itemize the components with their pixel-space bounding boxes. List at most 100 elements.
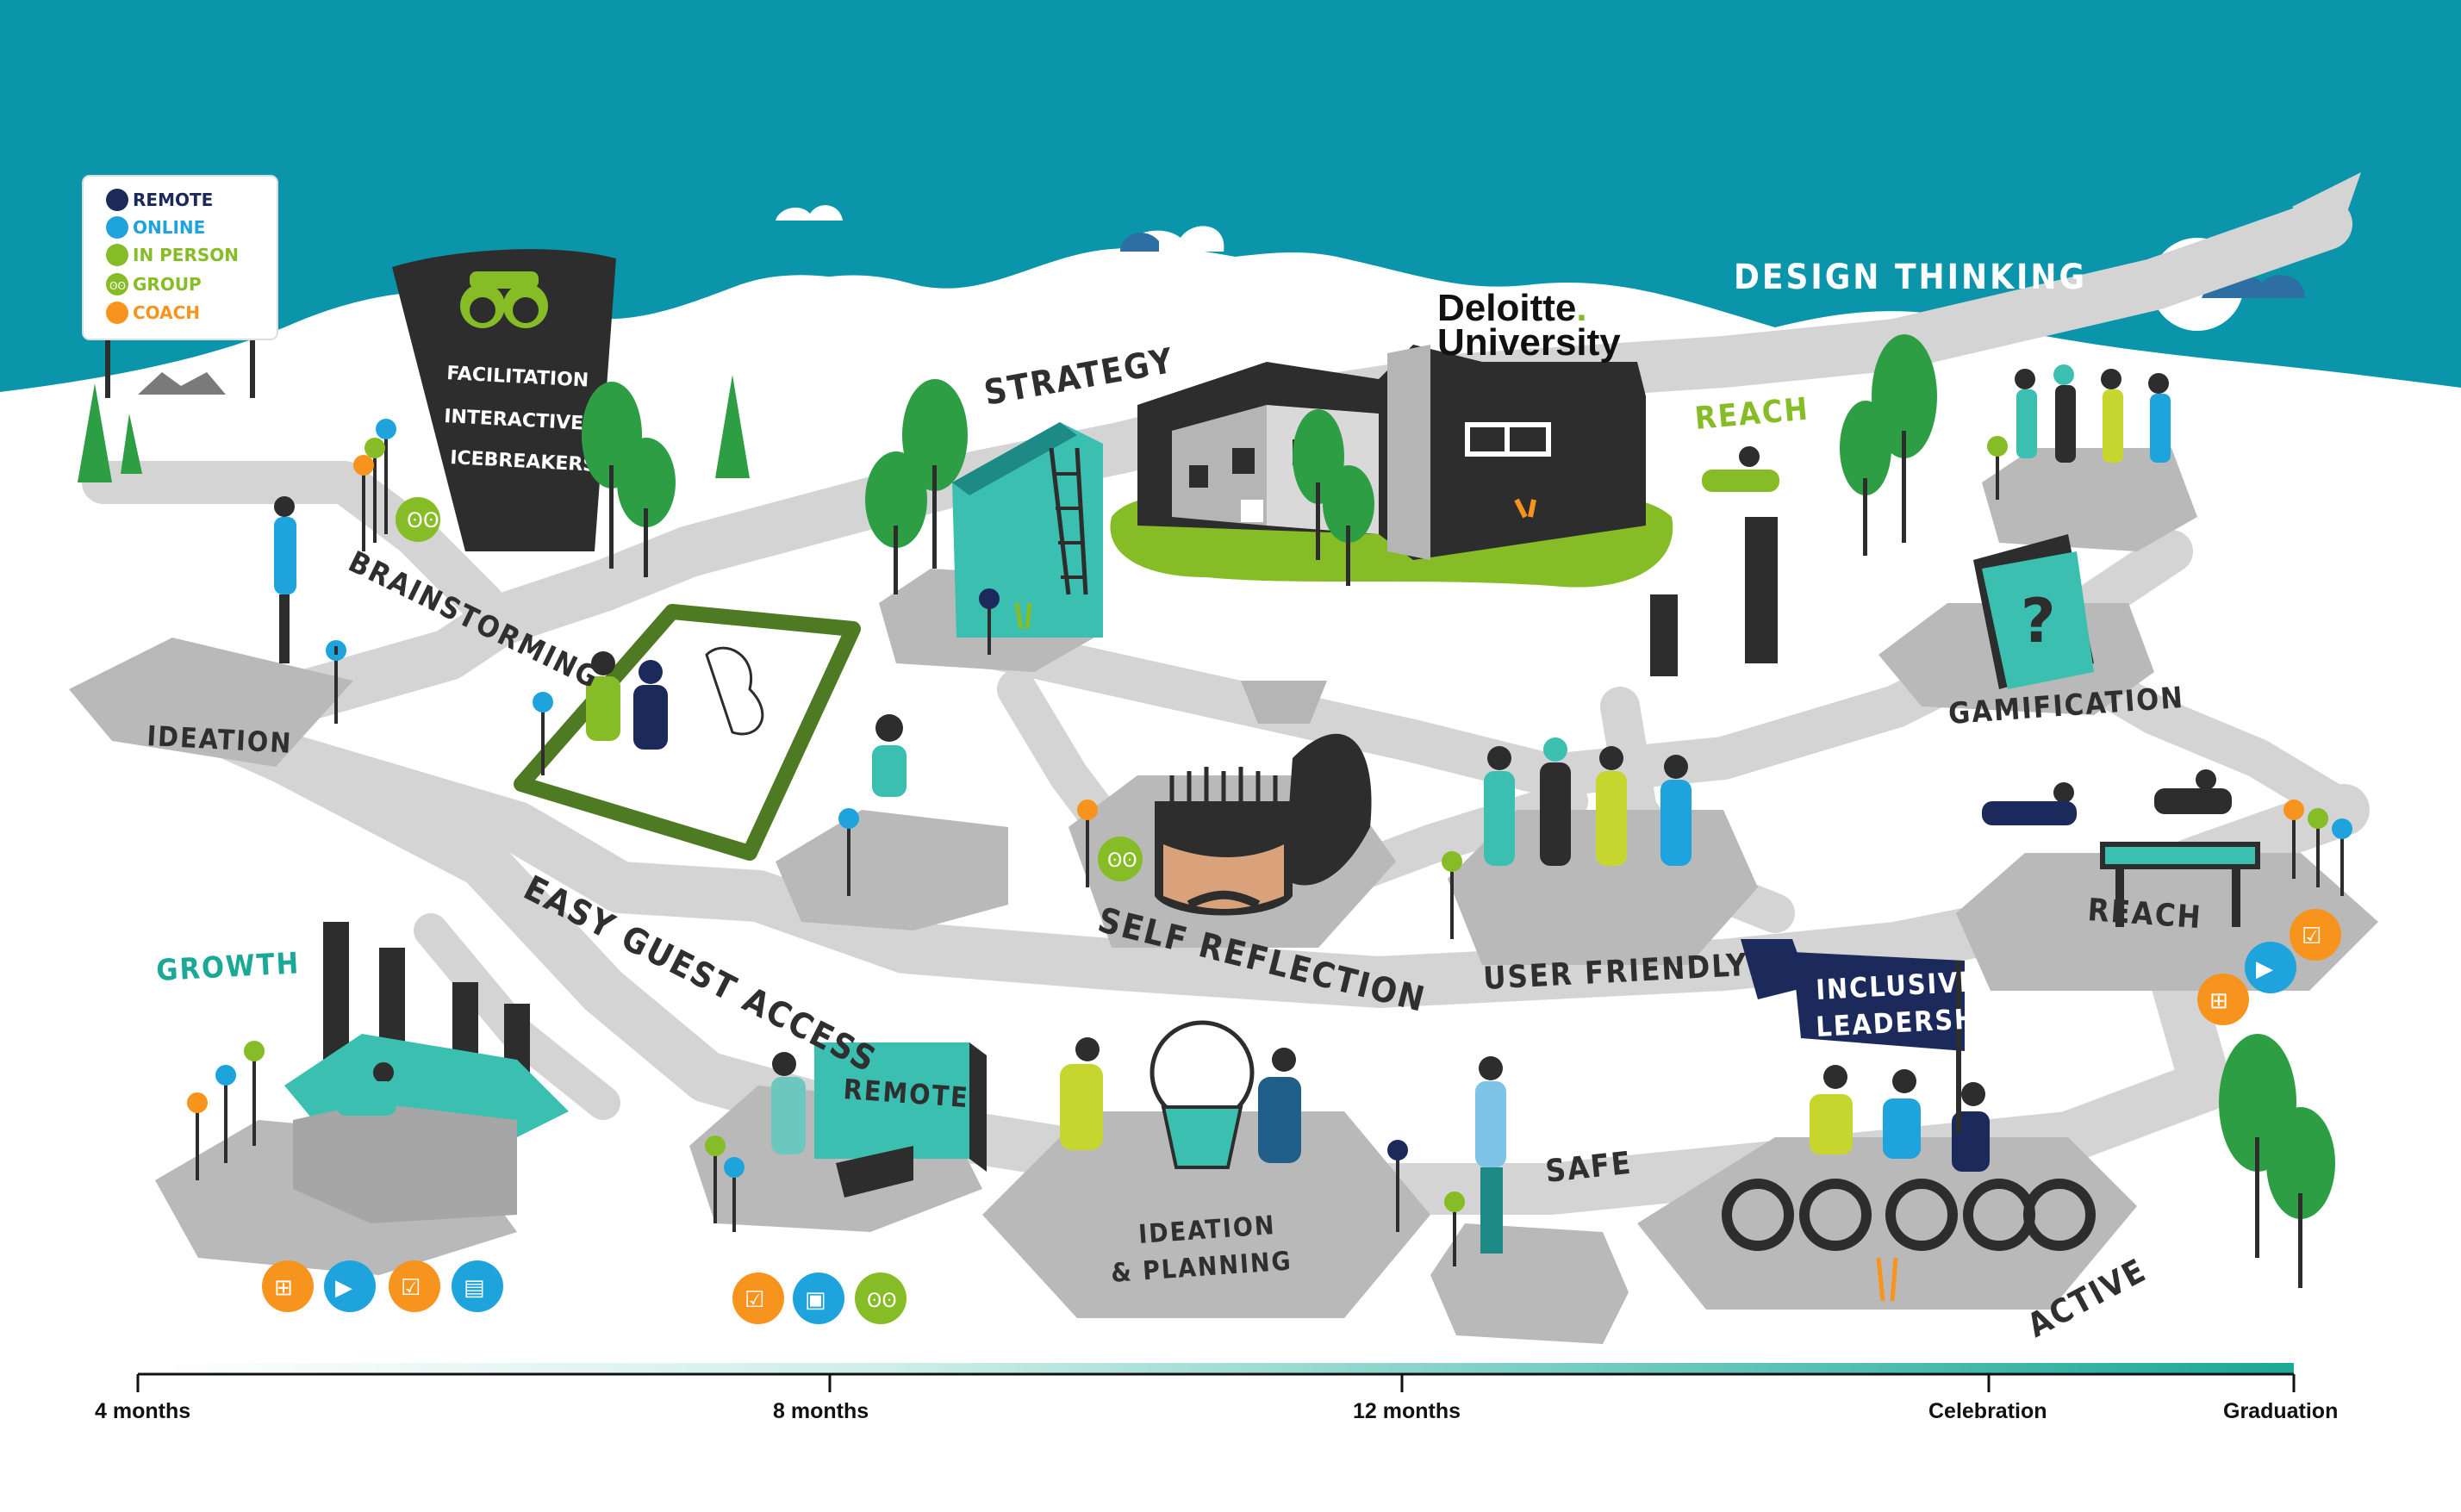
timeline-label-4-months: 4 months: [95, 1399, 190, 1423]
person: [1258, 1048, 1301, 1163]
person: [2101, 369, 2123, 463]
video-icon: ▶: [335, 1275, 352, 1301]
legend: REMOTE ONLINE IN PERSON ʘʘ GROUP COACH: [106, 189, 239, 324]
person: [771, 1052, 806, 1154]
pin-remote: [376, 419, 396, 534]
legend-item-coach: COACH: [106, 302, 200, 324]
group-badge: ʘʘ: [855, 1272, 907, 1324]
person: [586, 651, 620, 741]
pin-online: [215, 1065, 236, 1163]
svg-text:?: ?: [2021, 586, 2056, 656]
group-badge: ʘʘ: [396, 497, 440, 542]
person: [1982, 782, 2077, 825]
pine-tree: [78, 383, 112, 482]
label-growth: GROWTH: [155, 946, 301, 988]
group-badge: ʘʘ: [1098, 837, 1143, 881]
pin-inperson: [705, 1136, 726, 1223]
person: [2053, 364, 2076, 463]
coach-badge: ☑: [389, 1260, 440, 1312]
brand-line-1: Deloitte.: [1437, 287, 1587, 329]
pin-online: [838, 808, 859, 896]
person: [274, 496, 296, 663]
activity-badges: ʘʘ ʘʘ ⊞ ▶ ☑ ▤ ☑ ▣ ʘʘ ☑ ▶ ⊞: [262, 497, 2341, 1324]
legend-item-in-person: IN PERSON: [106, 244, 239, 266]
check-icon: ☑: [745, 1287, 764, 1313]
trees: [78, 334, 2335, 1288]
pin-online: [533, 692, 553, 775]
header-title: DESIGN THINKING: [1734, 258, 2087, 297]
person: [633, 660, 668, 750]
group-icon: ʘʘ: [407, 508, 439, 532]
person: [1475, 1056, 1506, 1254]
person: [2154, 769, 2232, 814]
growth-gears: [284, 922, 569, 1223]
group-icon: ʘʘ: [1107, 850, 1137, 872]
coach-badge: ☑: [2290, 909, 2341, 961]
pin-inperson: [244, 1041, 265, 1146]
pin-coach: [187, 1092, 208, 1180]
coach-badge: ⊞: [262, 1260, 314, 1312]
person: [1702, 446, 1779, 492]
timeline-label-celebration: Celebration: [1928, 1399, 2047, 1423]
legend-item-group: ʘʘ GROUP: [106, 273, 202, 296]
timeline-bar: [138, 1363, 2294, 1373]
tree: [617, 438, 676, 577]
label-reach-right: REACH: [2086, 893, 2203, 936]
people: [274, 364, 2232, 1254]
timeline: 4 months 8 months 12 months Celebration …: [95, 1363, 2338, 1423]
online-badge: ▶: [2245, 942, 2296, 993]
pin-remote: [979, 588, 1000, 655]
laptop-frame: [514, 604, 861, 861]
location-pins: [187, 419, 2352, 1266]
timeline-label-graduation: Graduation: [2223, 1399, 2338, 1423]
check-icon: ☑: [2302, 924, 2321, 949]
person: [1596, 746, 1627, 866]
tree: [902, 379, 968, 569]
legend-label-coach: COACH: [133, 302, 200, 323]
pin-inperson: [1987, 436, 2008, 500]
group-icon: ʘʘ: [109, 280, 126, 292]
brand-line-2: University: [1437, 321, 1621, 364]
reach-hands: [1650, 517, 1778, 676]
person: [1883, 1069, 1921, 1159]
tree: [1840, 401, 1891, 556]
person: [1060, 1037, 1103, 1150]
arrow-head: [2292, 172, 2361, 246]
group-icon: ʘʘ: [867, 1291, 897, 1312]
pin-inperson: [2308, 808, 2328, 887]
online-badge: ▣: [793, 1272, 844, 1324]
person: [1810, 1065, 1853, 1154]
person: [1484, 746, 1515, 866]
pin-online: [2332, 818, 2352, 896]
pin-inperson: [1444, 1192, 1465, 1266]
timeline-label-12-months: 12 months: [1353, 1399, 1461, 1423]
online-badge: ▶: [324, 1260, 376, 1312]
video-icon: ▶: [2256, 956, 2273, 982]
self-reflection-head: [1155, 681, 1372, 916]
legend-label-in-person: IN PERSON: [133, 245, 239, 265]
document-icon: ▤: [464, 1275, 485, 1301]
legend-label-online: ONLINE: [133, 217, 205, 238]
tandem-bike: [1722, 1179, 2096, 1251]
pine-tree: [715, 375, 750, 478]
pin-group: [364, 438, 385, 543]
pin-coach: [2283, 800, 2304, 879]
hurdle: [2100, 842, 2260, 927]
legend-board: [82, 175, 278, 398]
coach-badge: ☑: [732, 1272, 784, 1324]
tree: [1323, 465, 1374, 586]
briefcase-icon: ▣: [805, 1287, 826, 1313]
person: [1660, 755, 1692, 866]
person: [2148, 373, 2171, 463]
label-ideation: IDEATION: [146, 719, 294, 760]
pin-online: [724, 1157, 745, 1232]
legend-item-online: ONLINE: [106, 216, 205, 239]
strategy-book: [952, 422, 1103, 638]
online-badge: ▤: [452, 1260, 503, 1312]
gamification-cards: ?: [1973, 534, 2094, 689]
pin-coach: [353, 455, 374, 551]
pin-coach: [1077, 800, 1098, 887]
lightbulb: [1150, 1020, 1255, 1169]
pin-remote: [1387, 1140, 1408, 1232]
legend-label-remote: REMOTE: [133, 190, 213, 210]
